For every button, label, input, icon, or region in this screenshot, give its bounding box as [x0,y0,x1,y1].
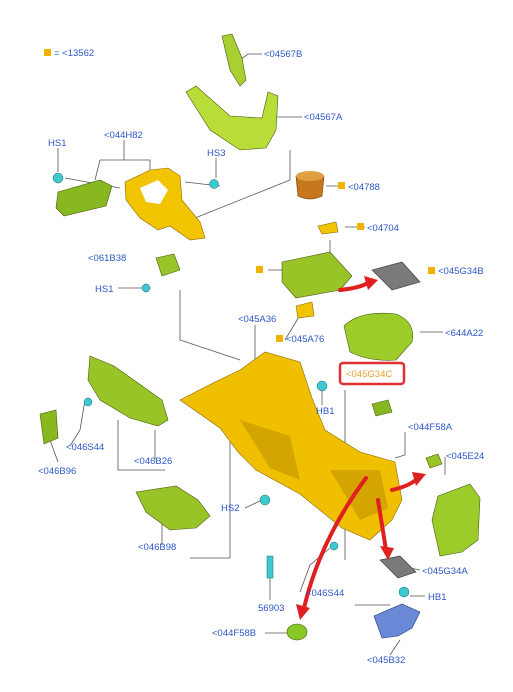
label-044F58A[interactable]: <044F58A [408,422,453,433]
red-arrowheads [296,276,426,620]
label-644A22[interactable]: <644A22 [445,328,483,339]
label-045A76[interactable]: <045A76 [286,334,324,345]
frame-044H82-inner [140,180,168,204]
label-04567A[interactable]: <04567A [304,112,343,123]
label-HS3[interactable]: HS3 [207,148,225,159]
pad-045G34C [371,399,393,417]
main-console-shade2 [330,470,388,520]
switch-module [55,179,113,217]
label-HS1-mid[interactable]: HS1 [95,284,113,295]
rear-panel-046B98 [135,485,211,531]
arrowhead-044F58B [296,604,310,620]
marker-045A76 [276,335,283,342]
label-045E24[interactable]: <045E24 [446,451,484,462]
u-trim-04567A [185,85,279,151]
fastener-56903-icon [266,555,274,579]
armrest-lid-644A22 [343,312,413,361]
label-045G34C[interactable]: <045G34C [346,369,392,380]
label-044F58B[interactable]: <044F58B [212,628,256,639]
mat-045G34A [379,555,417,579]
cup-holder-top [296,171,324,181]
label-045G34A[interactable]: <045G34A [422,566,468,577]
arrow-to-044F58B [302,476,368,610]
fastener-046s44-left-icon [83,397,93,407]
side-panel-045E24 [431,483,481,557]
label-046B26[interactable]: <046B26 [134,456,172,467]
label-04567B[interactable]: <04567B [264,49,302,60]
fastener-hs1-top-icon [52,172,64,184]
main-console-shade [240,420,300,480]
mat-045G34B [371,261,421,291]
fastener-046s44-bottom-icon [329,541,339,551]
label-046B98[interactable]: <046B98 [138,542,176,553]
label-046B96[interactable]: <046B96 [38,466,76,477]
label-044H82[interactable]: <044H82 [104,130,143,141]
label-045A36[interactable]: <045A36 [238,314,276,325]
parts [39,33,481,641]
fastener-hb1-bottom-icon [398,586,410,598]
fastener-hs3-icon [209,179,219,189]
marker-tray [256,266,263,273]
label-061B38[interactable]: <061B38 [88,253,126,264]
arrowhead-045E24 [412,472,426,486]
bracket-061B38 [155,253,181,277]
label-HB1-top[interactable]: HB1 [316,406,334,417]
label-HS1-top[interactable]: HS1 [48,138,66,149]
label-04788[interactable]: <04788 [348,182,380,193]
legend-symbol [44,49,51,56]
arrowhead-045G34A [380,546,394,560]
label-045G34B[interactable]: <045G34B [438,266,484,277]
fastener-hs2-icon [259,494,271,506]
bracket-045A76 [295,301,315,319]
label-HS2[interactable]: HS2 [221,503,239,514]
cap-044F58A [425,453,443,469]
bezel-strip-04567B [221,33,247,87]
arrow-to-045G34A [376,498,388,552]
left-panel-046B26 [87,355,169,427]
marker-045G34B [428,267,435,274]
fasteners [52,172,410,598]
marker-04704 [357,223,364,230]
label-046S44-left[interactable]: <046S44 [66,442,104,453]
label-046S44-bottom[interactable]: <046S44 [306,588,344,599]
marker-04788 [338,182,345,189]
label-HB1-bottom[interactable]: HB1 [428,592,446,603]
label-56903[interactable]: 56903 [258,603,284,614]
highlight-box-045G34C [338,361,406,386]
bracket-045B32 [373,603,421,639]
cap-044F58B [286,623,308,641]
cap-046B96 [39,409,59,445]
legend-text: = <13562 [54,48,94,59]
marker-squares [256,182,435,342]
fastener-hb1-top-icon [316,380,328,392]
frame-044H82 [124,167,206,241]
arrowhead-045G34B [364,276,378,290]
label-045B32[interactable]: <045B32 [367,655,405,666]
label-04704[interactable]: <04704 [367,223,399,234]
bracket-04704 [317,221,339,235]
fastener-hs1-mid-icon [141,283,151,293]
labels: <04567B <04567A <044H82 HS1 HS3 <04788 <… [38,49,484,666]
